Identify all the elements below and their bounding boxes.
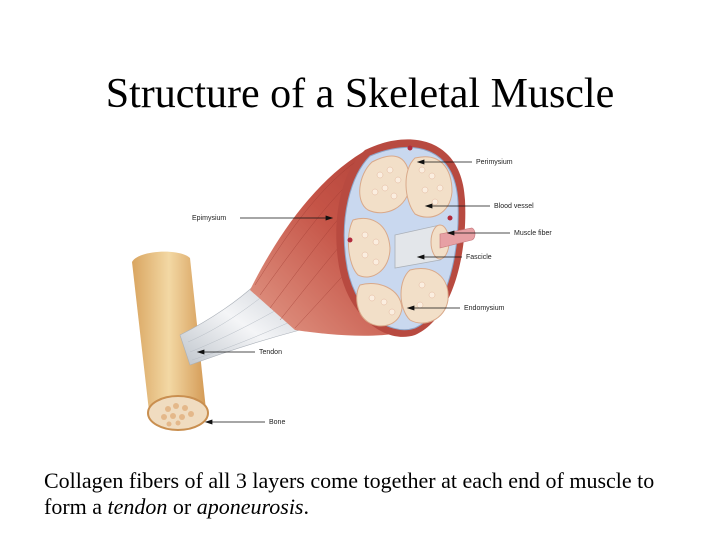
caption-part-1: Collagen fibers of all 3 layers come tog… [44,468,655,519]
fascicle-bottom-right [400,268,449,324]
fascicle-top-right [405,156,453,218]
caption-term-tendon: tendon [107,494,168,519]
label-bone: Bone [269,419,285,426]
fascicle-top-left [359,155,411,214]
caption-term-aponeurosis: aponeurosis [196,494,304,519]
fascicle-bottom-left [356,283,403,327]
label-muscle-fiber: Muscle fiber [514,230,552,237]
blood-vessel-right [447,215,453,221]
blood-vessel-top [407,145,413,151]
label-perimysium: Perimysium [476,159,513,166]
caption-text: Collagen fibers of all 3 layers come tog… [44,468,694,520]
muscle-diagram: Perimysium Blood vessel Epimysium Muscle… [110,130,590,450]
label-fascicle: Fascicle [466,254,492,261]
caption-part-3: . [303,494,310,519]
bone [132,251,209,431]
label-blood-vessel: Blood vessel [494,203,534,210]
blood-vessel-left [347,237,353,243]
cross-section [336,139,476,337]
label-tendon: Tendon [259,349,282,356]
fascicle-middle-left [347,218,391,278]
label-epimysium: Epimysium [192,215,226,222]
caption-part-2: or [167,494,197,519]
label-endomysium: Endomysium [464,305,505,312]
slide-title: Structure of a Skeletal Muscle [105,71,615,117]
muscle-illustration: Perimysium Blood vessel Epimysium Muscle… [132,139,552,431]
